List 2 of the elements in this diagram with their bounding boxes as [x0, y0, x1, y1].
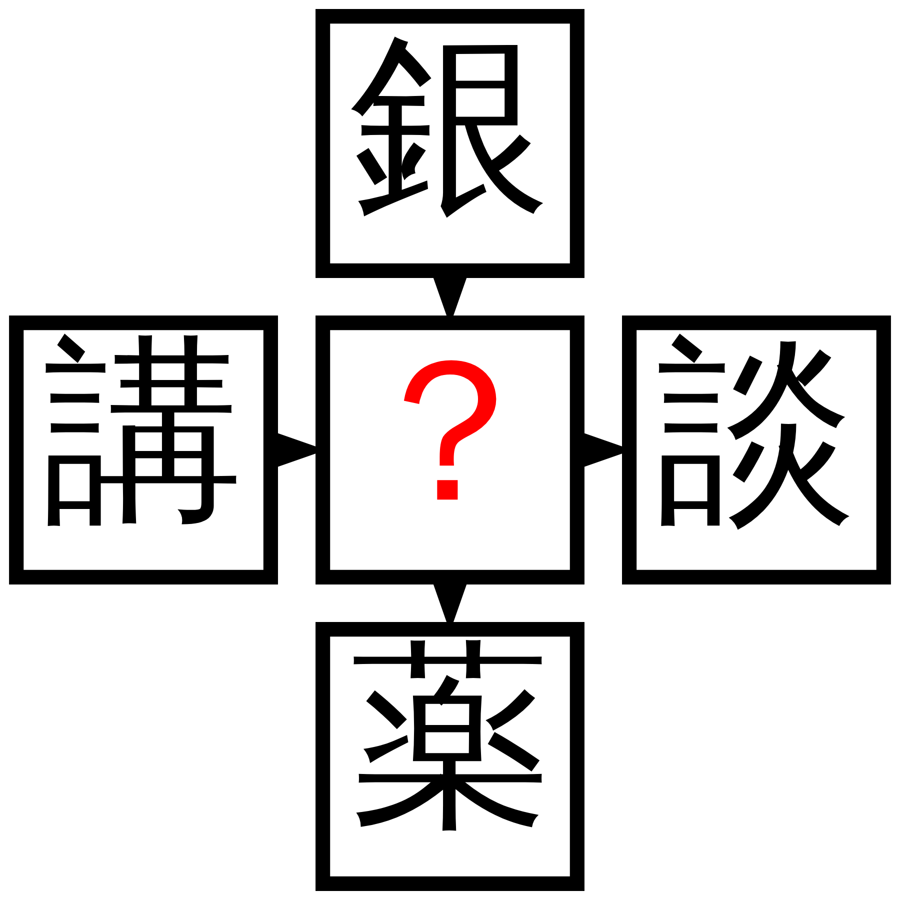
node-box: 薬 — [316, 622, 584, 891]
node-box: 談 — [622, 316, 891, 584]
